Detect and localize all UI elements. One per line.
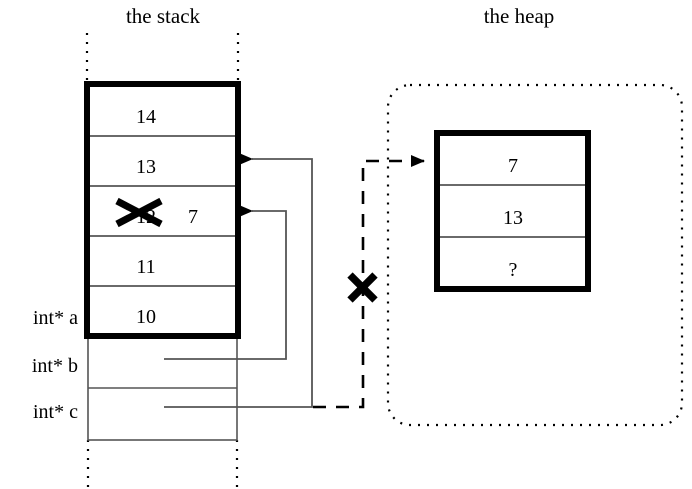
stack-cell-value-0: 14 <box>136 106 156 128</box>
stack-cell-value-3: 11 <box>136 256 155 278</box>
stack-pointer-label-c: int* c <box>33 401 78 423</box>
heap-region-boundary <box>386 83 684 427</box>
heap-cell-value-0: 7 <box>508 155 518 177</box>
x-cross-icon-severed-link <box>347 272 378 303</box>
connector-c-to-stack-cell <box>164 153 313 408</box>
stack-cell-value-4: 10 <box>136 306 156 328</box>
x-cross-icon-stack-cell <box>115 197 163 228</box>
heap-allocated-block <box>434 130 591 292</box>
connector-b-to-stack-cell <box>164 205 287 360</box>
stack-bottom-continuation <box>86 440 239 487</box>
stack-top-continuation <box>85 33 240 84</box>
stack-title: the stack <box>126 4 201 28</box>
heap-cell-value-2: ? <box>509 259 518 281</box>
stack-pointer-rows-frame <box>87 335 238 441</box>
stack-allocated-block <box>84 81 241 339</box>
heap-title: the heap <box>484 4 555 28</box>
stack-pointer-label-b: int* b <box>32 355 78 377</box>
stack-cell-value-1: 13 <box>136 156 156 178</box>
stack-cell-value-2-new: 7 <box>188 206 198 228</box>
stack-pointer-label-a: int* a <box>33 307 78 329</box>
heap-cell-value-1: 13 <box>503 207 523 229</box>
